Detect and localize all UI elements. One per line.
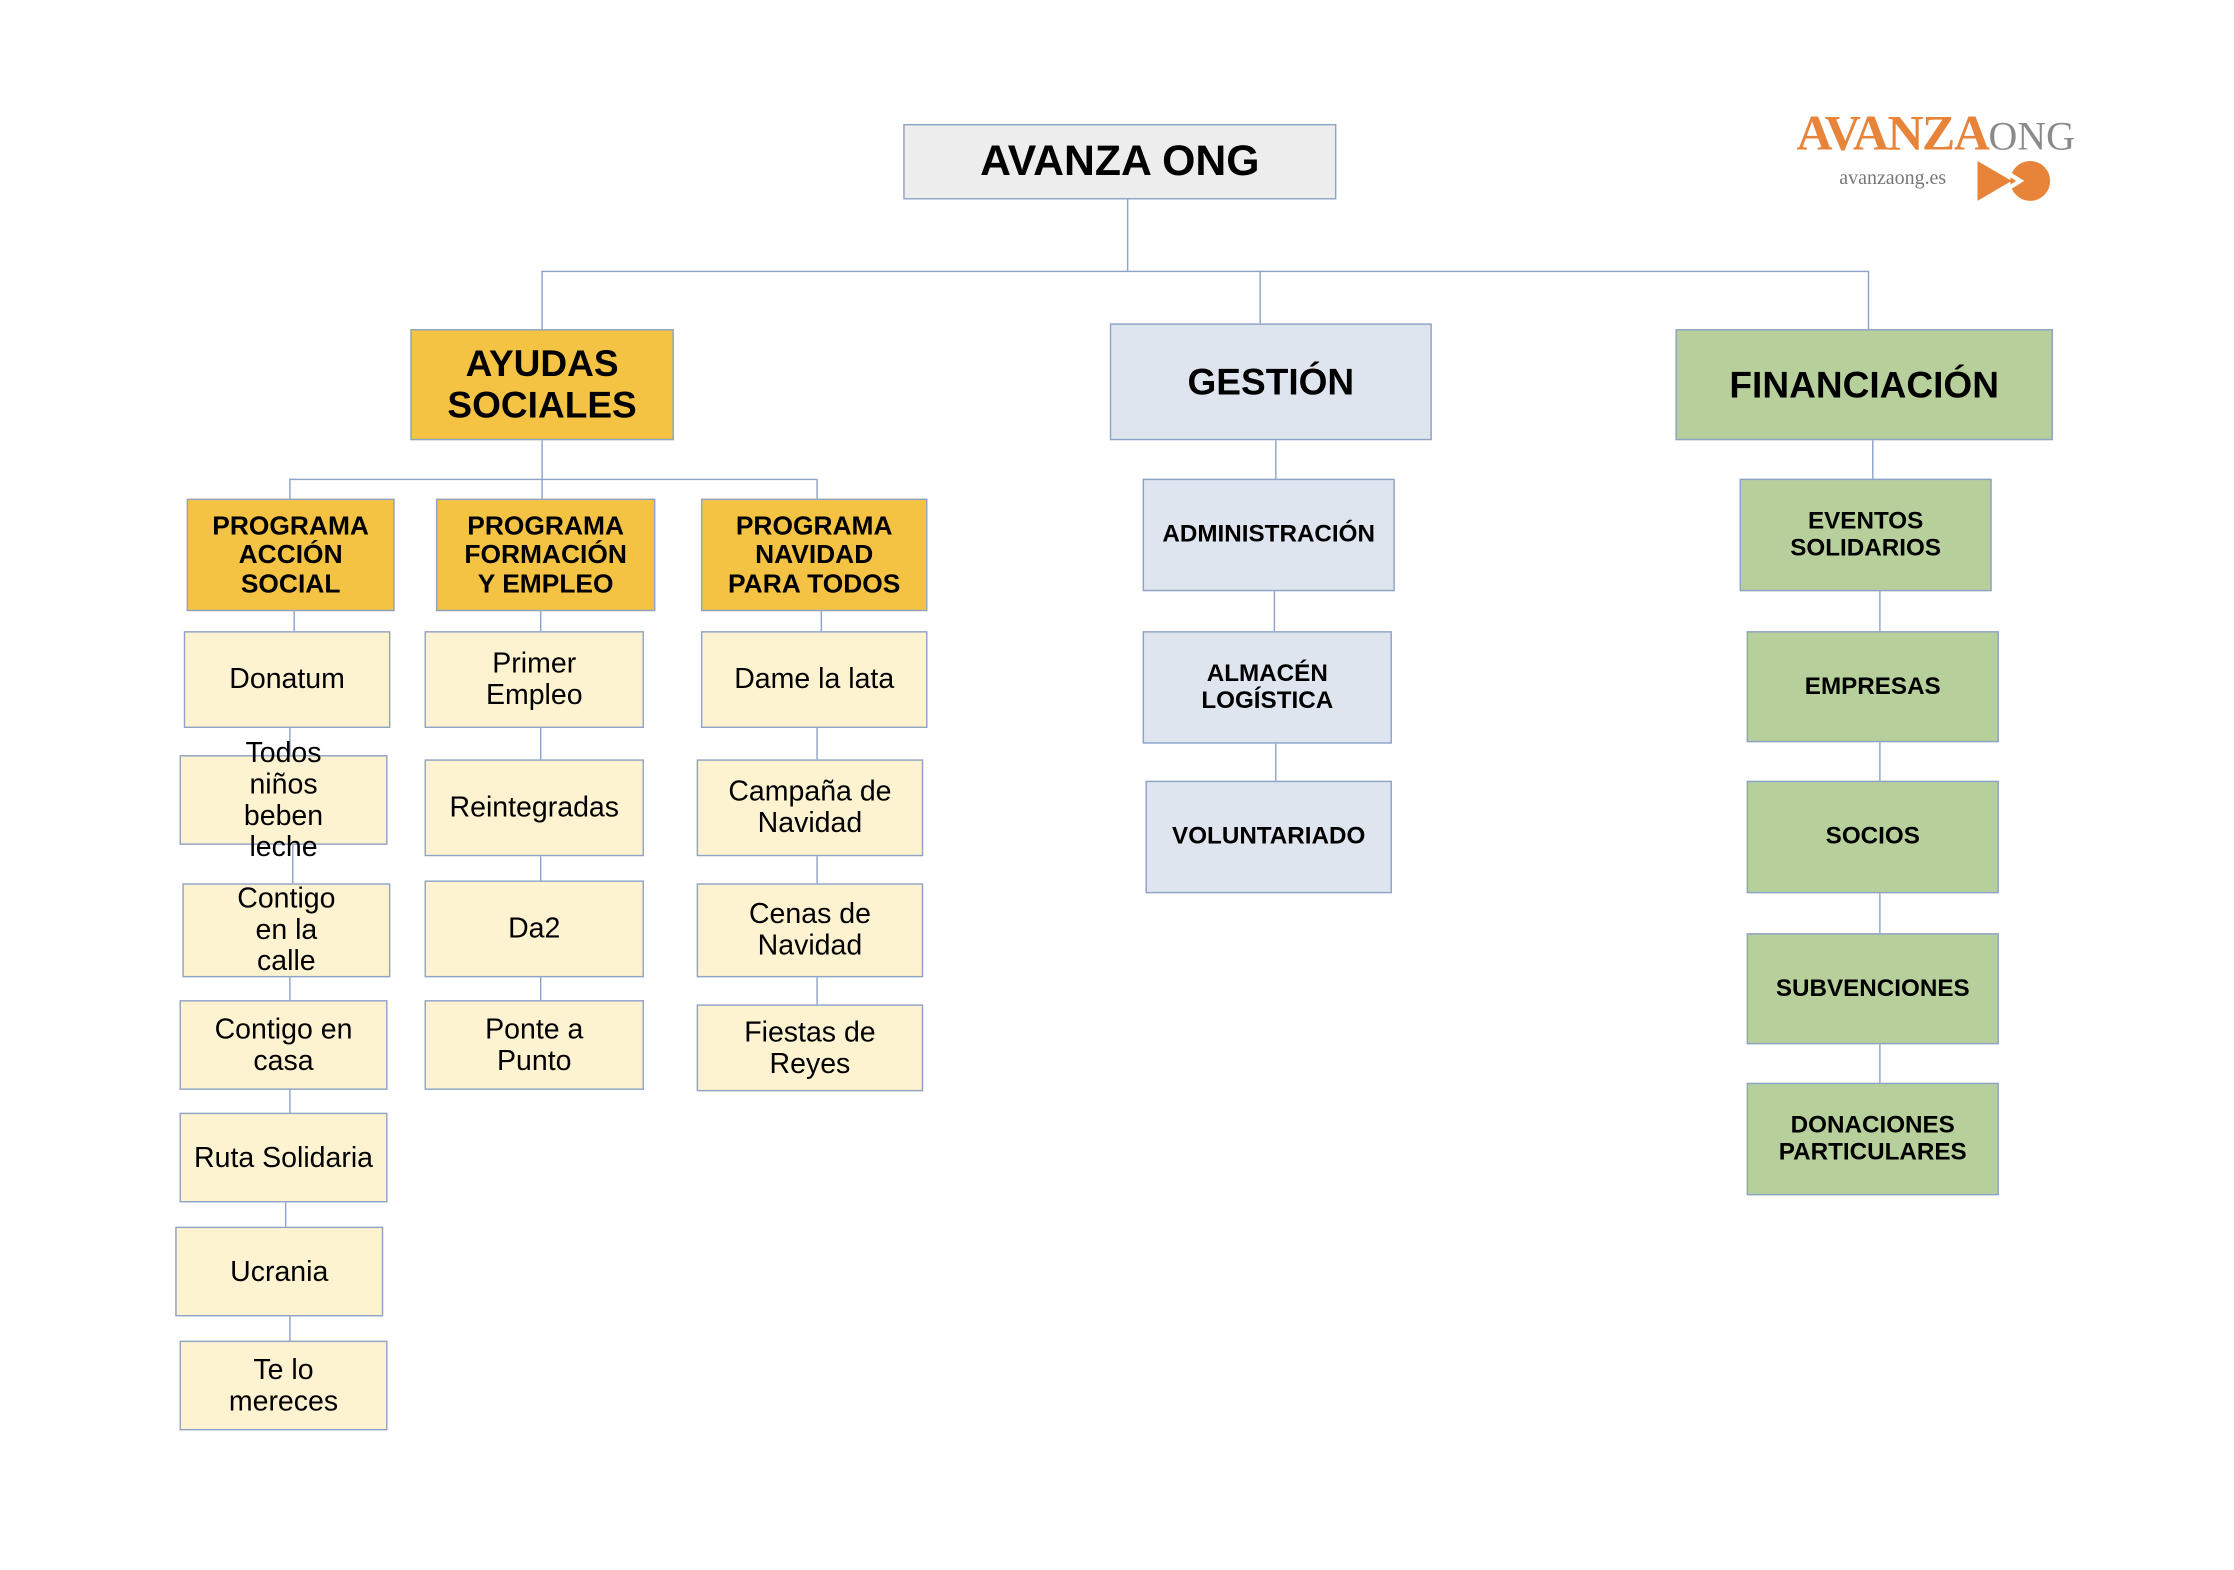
node-label: EMPRESAS	[1804, 671, 1941, 700]
node-ayudas-sociales: AYUDAS SOCIALES	[410, 329, 674, 441]
node-item: ADMINISTRACIÓN	[1142, 478, 1395, 592]
node-label: Dame la lata	[734, 663, 895, 696]
node-label: DONACIONES PARTICULARES	[1778, 1110, 1967, 1165]
connector-line	[541, 440, 543, 479]
connector-line	[539, 856, 542, 881]
node-label: Ruta Solidaria	[194, 1141, 374, 1174]
connector-line	[816, 977, 818, 1005]
node-label: Cenas de Navidad	[748, 898, 871, 962]
connector-line	[289, 1316, 291, 1341]
connector-line	[289, 728, 291, 756]
node-programa-accion-social: PROGRAMA ACCIÓN SOCIAL	[186, 498, 395, 612]
node-label: AVANZA ONG	[980, 138, 1260, 186]
node-item: Dame la lata	[700, 631, 928, 729]
connector-line	[1259, 270, 1261, 324]
node-item: Ruta Solidaria	[179, 1112, 388, 1203]
connector-line	[289, 478, 291, 499]
connector-line	[284, 1202, 287, 1227]
node-label: Da2	[508, 913, 561, 945]
node-item: Ponte a Punto	[424, 1000, 644, 1090]
node-item: SOCIOS	[1746, 780, 1999, 894]
avanza-logo: AVANZAONG avanzaong.es	[1792, 105, 2075, 208]
logo-suffix: ONG	[1988, 115, 2075, 160]
connector-line	[1872, 440, 1874, 479]
connector-line	[1126, 199, 1129, 271]
node-item: Te lo mereces	[179, 1340, 388, 1431]
node-item: Ucrania	[175, 1226, 384, 1317]
node-label: Donatum	[229, 663, 345, 696]
node-label: Contigo en casa	[214, 1013, 353, 1077]
connector-line	[539, 728, 542, 760]
node-financiacion: FINANCIACIÓN	[1675, 329, 2053, 441]
node-item: Campaña de Navidad	[696, 759, 924, 857]
connector-line	[1879, 893, 1881, 934]
connector-line	[820, 611, 823, 632]
node-item: Da2	[424, 880, 644, 978]
connector-line	[539, 977, 542, 1001]
node-root: AVANZA ONG	[903, 123, 1337, 200]
connector-line	[1275, 743, 1277, 781]
logo-brand: AVANZA	[1796, 105, 1990, 161]
node-label: Ponte a Punto	[485, 1013, 584, 1077]
node-item: Contigo en casa	[179, 1000, 388, 1090]
connector-line	[539, 611, 542, 632]
node-item: Fiestas de Reyes	[696, 1004, 924, 1092]
connector-line	[289, 478, 817, 481]
node-label: PROGRAMA FORMACIÓN Y EMPLEO	[464, 510, 627, 598]
node-item: SUBVENCIONES	[1746, 933, 1999, 1045]
play-forward-icon	[1977, 160, 2051, 201]
node-label: Ucrania	[230, 1255, 329, 1288]
node-label: Todos niños beben leche	[243, 737, 324, 863]
node-item: EVENTOS SOLIDARIOS	[1739, 478, 1992, 592]
node-gestion: GESTIÓN	[1109, 323, 1432, 441]
connector-line	[816, 728, 818, 760]
logo-url: avanzaong.es	[1839, 168, 1947, 190]
connector-line	[1879, 742, 1881, 781]
node-item: Todos niños beben leche	[179, 737, 388, 863]
connector-line	[816, 856, 818, 884]
node-label: AYUDAS SOCIALES	[447, 342, 637, 426]
node-label: VOLUNTARIADO	[1172, 822, 1366, 850]
node-label: ADMINISTRACIÓN	[1162, 520, 1375, 548]
node-item: Reintegradas	[424, 759, 644, 857]
connector-line	[293, 611, 295, 632]
node-label: FINANCIACIÓN	[1729, 362, 2000, 406]
node-item: Contigo en la calle	[182, 883, 391, 978]
node-label: Fiestas de Reyes	[744, 1016, 876, 1080]
connector-line	[289, 1089, 291, 1113]
node-item: VOLUNTARIADO	[1145, 780, 1392, 894]
node-label: PROGRAMA ACCIÓN SOCIAL	[212, 510, 369, 598]
node-programa-navidad: PROGRAMA NAVIDAD PARA TODOS	[700, 498, 928, 612]
connector-line	[541, 270, 1868, 273]
connector-line	[1867, 270, 1870, 330]
connector-line	[289, 977, 291, 1001]
connector-line	[1275, 440, 1277, 479]
node-label: SOCIOS	[1825, 822, 1920, 850]
node-label: EVENTOS SOLIDARIOS	[1790, 506, 1941, 561]
connector-line	[816, 478, 818, 499]
connector-line	[1879, 591, 1881, 632]
node-item: ALMACÉN LOGÍSTICA	[1142, 631, 1392, 744]
node-label: Reintegradas	[449, 792, 620, 824]
node-item: EMPRESAS	[1746, 631, 1999, 743]
connector-line	[1879, 1044, 1881, 1083]
node-label: ALMACÉN LOGÍSTICA	[1201, 659, 1334, 714]
node-item: Cenas de Navidad	[696, 883, 924, 978]
connector-line	[541, 270, 543, 330]
connector-line	[292, 844, 294, 884]
connector-line	[541, 478, 543, 499]
node-item: Donatum	[183, 631, 391, 729]
node-label: GESTIÓN	[1187, 360, 1355, 403]
node-item: DONACIONES PARTICULARES	[1746, 1082, 1999, 1196]
connector-line	[1273, 591, 1276, 632]
node-item: Primer Empleo	[424, 631, 644, 729]
node-label: Te lo mereces	[228, 1354, 339, 1417]
node-label: Contigo en la calle	[237, 883, 336, 978]
node-programa-formacion-empleo: PROGRAMA FORMACIÓN Y EMPLEO	[435, 498, 656, 612]
node-label: Campaña de Navidad	[728, 776, 892, 840]
node-label: Primer Empleo	[485, 648, 583, 711]
node-label: SUBVENCIONES	[1775, 974, 1970, 1002]
node-label: PROGRAMA NAVIDAD PARA TODOS	[728, 510, 901, 598]
